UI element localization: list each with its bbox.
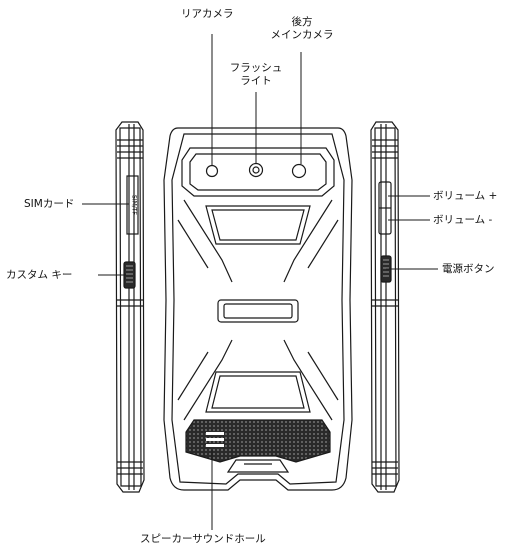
left-side-view — [115, 121, 145, 493]
sim-tray-text: SIM/TF — [131, 195, 138, 215]
speaker-grille — [185, 419, 331, 463]
label-main-camera-line2: メインカメラ — [270, 29, 334, 41]
label-flash-line1: フラッシュ — [229, 62, 283, 74]
label-speaker-hole: スピーカーサウンドホール — [140, 533, 266, 545]
label-volume-down: ボリューム - — [433, 214, 493, 226]
leader-lines — [82, 34, 438, 530]
back-view — [163, 127, 353, 491]
label-main-camera-line1: 後方 — [291, 16, 313, 28]
main-camera-lens — [291, 163, 307, 179]
label-power-button: 電源ボタン — [442, 263, 495, 275]
label-rear-camera: リアカメラ — [181, 8, 234, 20]
label-custom-key: カスタム キー — [6, 269, 73, 281]
label-main-camera: 後方 メインカメラ — [264, 16, 340, 42]
label-sim-card: SIMカード — [24, 198, 75, 210]
label-flash: フラッシュ ライト — [222, 62, 290, 88]
right-side-view — [370, 121, 400, 493]
label-volume-up: ボリューム + — [433, 190, 498, 202]
label-flash-line2: ライト — [240, 75, 272, 87]
sim-tray — [126, 175, 139, 235]
camera-module — [181, 147, 335, 197]
flash-light — [248, 162, 264, 178]
